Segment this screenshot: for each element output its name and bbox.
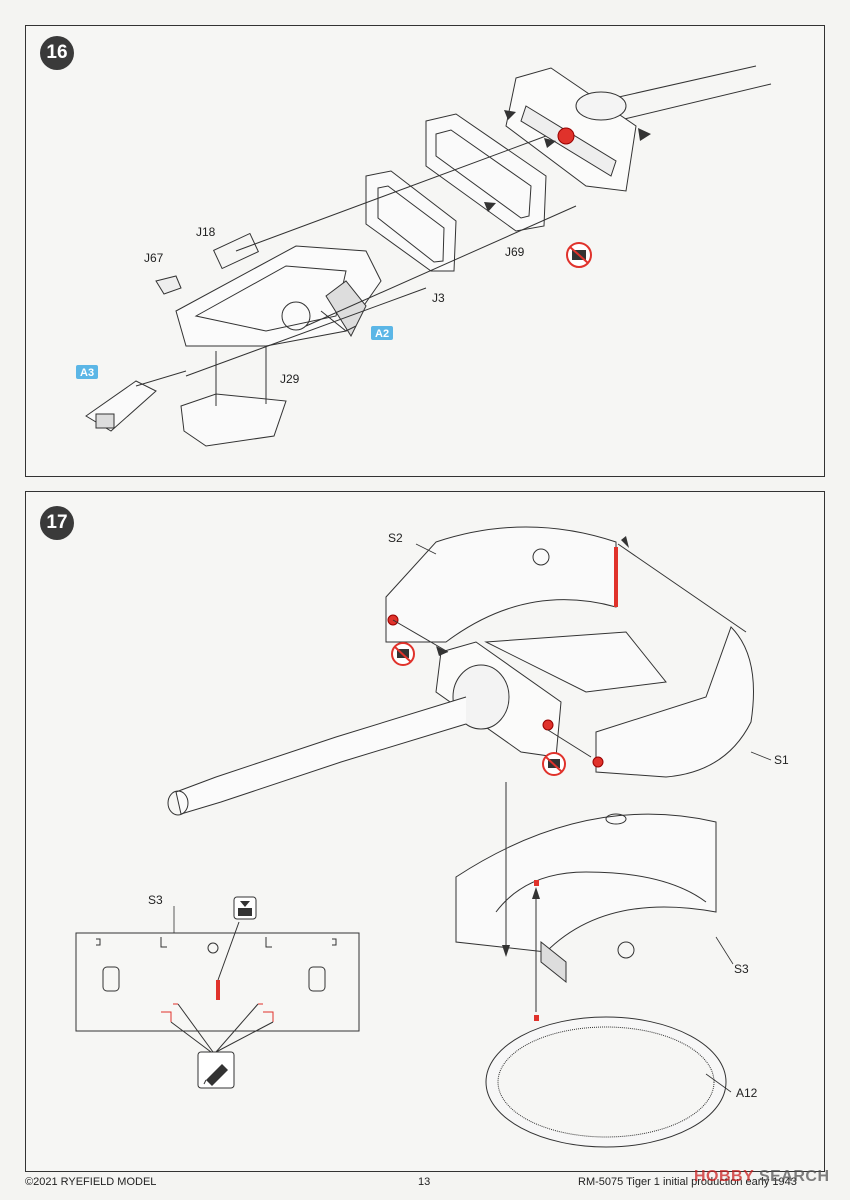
label-s2: S2 [388, 531, 403, 545]
label-a3: A3 [80, 367, 94, 379]
label-a12: A12 [736, 1086, 758, 1100]
footer-page-number: 13 [418, 1176, 431, 1188]
glue-warning-icon [391, 642, 415, 666]
label-j29: J29 [280, 372, 300, 386]
step-17-diagram: S2 S1 S3 A12 S3 [75, 526, 789, 1148]
label-j3: J3 [432, 291, 445, 305]
glue-warning-icon [566, 242, 592, 268]
label-j67: J67 [144, 251, 164, 265]
tag-a3-bg [76, 365, 98, 379]
label-s1: S1 [774, 753, 789, 767]
label-j18: J18 [196, 225, 216, 239]
watermark: HOBBY SEARCH [694, 1168, 830, 1186]
footer-product: RM-5075 Tiger 1 initial production early… [578, 1176, 797, 1188]
tag-a2-bg [371, 326, 393, 340]
watermark-brand-a: HOBBY [694, 1168, 754, 1185]
label-j69: J69 [505, 245, 525, 259]
fill-icon [233, 896, 257, 920]
step-16-diagram: J18 J67 J3 J69 J29 A2 A3 [76, 65, 772, 447]
footer-copyright: ©2021 RYEFIELD MODEL [25, 1176, 157, 1188]
label-a2: A2 [375, 328, 389, 340]
watermark-brand-b: SEARCH [758, 1168, 830, 1185]
step-16-badge: 16 [40, 36, 74, 70]
step-17-badge: 17 [40, 506, 74, 540]
knife-icon [197, 1051, 235, 1089]
glue-warning-icon [542, 752, 566, 776]
label-s3-detail: S3 [148, 893, 163, 907]
step-16-panel: 16 [25, 25, 825, 477]
step-17-panel: 17 [25, 491, 825, 1172]
label-s3: S3 [734, 962, 749, 976]
